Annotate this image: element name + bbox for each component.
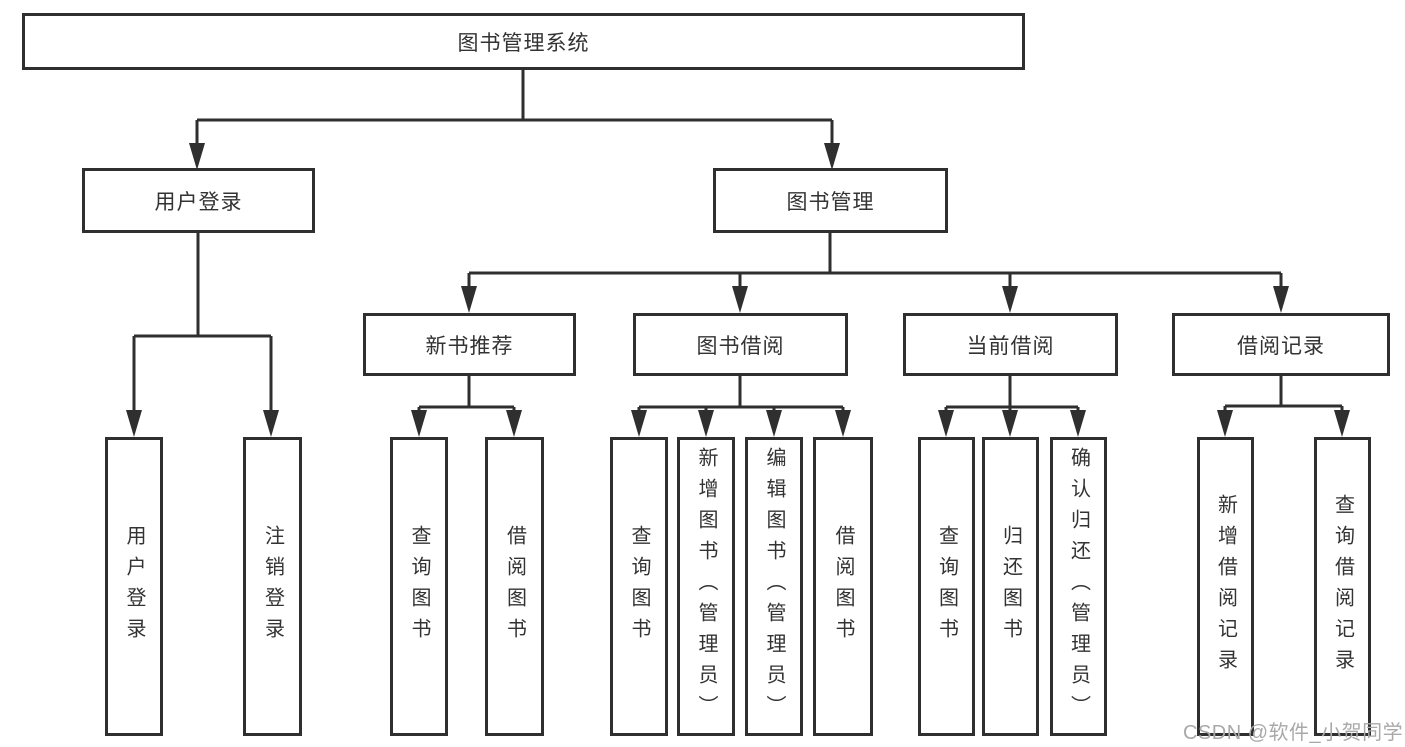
leaf-borrow-books: 借阅图书 bbox=[813, 437, 873, 736]
leaf-query-books-current-label: 查询图书 bbox=[935, 524, 958, 649]
leaf-add-borrow-record-label: 新增借阅记录 bbox=[1214, 493, 1237, 680]
leaf-add-books-admin: 新增图书（管理员） bbox=[677, 437, 735, 736]
leaf-return-books: 归还图书 bbox=[982, 437, 1039, 736]
node-current-borrow: 当前借阅 bbox=[903, 313, 1118, 376]
leaf-query-books-recommend: 查询图书 bbox=[390, 437, 448, 736]
leaf-query-books-recommend-label: 查询图书 bbox=[408, 524, 430, 649]
node-borrow-records-label: 借阅记录 bbox=[1237, 334, 1325, 358]
leaf-borrow-books-recommend: 借阅图书 bbox=[485, 437, 544, 736]
leaf-query-books-borrow-label: 查询图书 bbox=[628, 524, 650, 649]
watermark: CSDN @软件_小贺同学 bbox=[1183, 722, 1404, 744]
leaf-add-books-admin-label: 新增图书（管理员） bbox=[695, 447, 717, 726]
leaf-query-books-borrow: 查询图书 bbox=[610, 437, 668, 736]
leaf-borrow-books-recommend-label: 借阅图书 bbox=[503, 524, 526, 649]
leaf-logout: 注销登录 bbox=[243, 437, 302, 736]
leaf-return-books-label: 归还图书 bbox=[999, 524, 1022, 649]
node-borrow-records: 借阅记录 bbox=[1172, 313, 1390, 376]
node-user-login: 用户登录 bbox=[82, 168, 315, 233]
leaf-query-borrow-record: 查询借阅记录 bbox=[1314, 437, 1371, 736]
root-node-label: 图书管理系统 bbox=[457, 31, 590, 55]
leaf-query-books-current: 查询图书 bbox=[918, 437, 975, 736]
node-book-borrow: 图书借阅 bbox=[633, 313, 848, 376]
leaf-edit-books-admin: 编辑图书（管理员） bbox=[745, 437, 803, 736]
node-book-borrow-label: 图书借阅 bbox=[696, 334, 785, 358]
node-new-book-recommend: 新书推荐 bbox=[363, 313, 576, 376]
leaf-logout-label: 注销登录 bbox=[261, 524, 284, 649]
node-book-management-label: 图书管理 bbox=[786, 190, 875, 214]
leaf-edit-books-admin-label: 编辑图书（管理员） bbox=[763, 447, 785, 726]
node-new-book-recommend-label: 新书推荐 bbox=[425, 334, 514, 358]
root-node: 图书管理系统 bbox=[22, 13, 1025, 70]
leaf-user-login: 用户登录 bbox=[105, 437, 163, 736]
leaf-add-borrow-record: 新增借阅记录 bbox=[1197, 437, 1254, 736]
node-book-management: 图书管理 bbox=[713, 168, 948, 233]
leaf-confirm-return-admin-label: 确认归还（管理员） bbox=[1067, 447, 1090, 726]
node-user-login-label: 用户登录 bbox=[154, 190, 243, 214]
leaf-user-login-label: 用户登录 bbox=[123, 524, 145, 649]
leaf-confirm-return-admin: 确认归还（管理员） bbox=[1050, 437, 1107, 736]
node-current-borrow-label: 当前借阅 bbox=[966, 334, 1055, 358]
leaf-borrow-books-label: 借阅图书 bbox=[832, 524, 854, 649]
leaf-query-borrow-record-label: 查询借阅记录 bbox=[1331, 493, 1354, 680]
